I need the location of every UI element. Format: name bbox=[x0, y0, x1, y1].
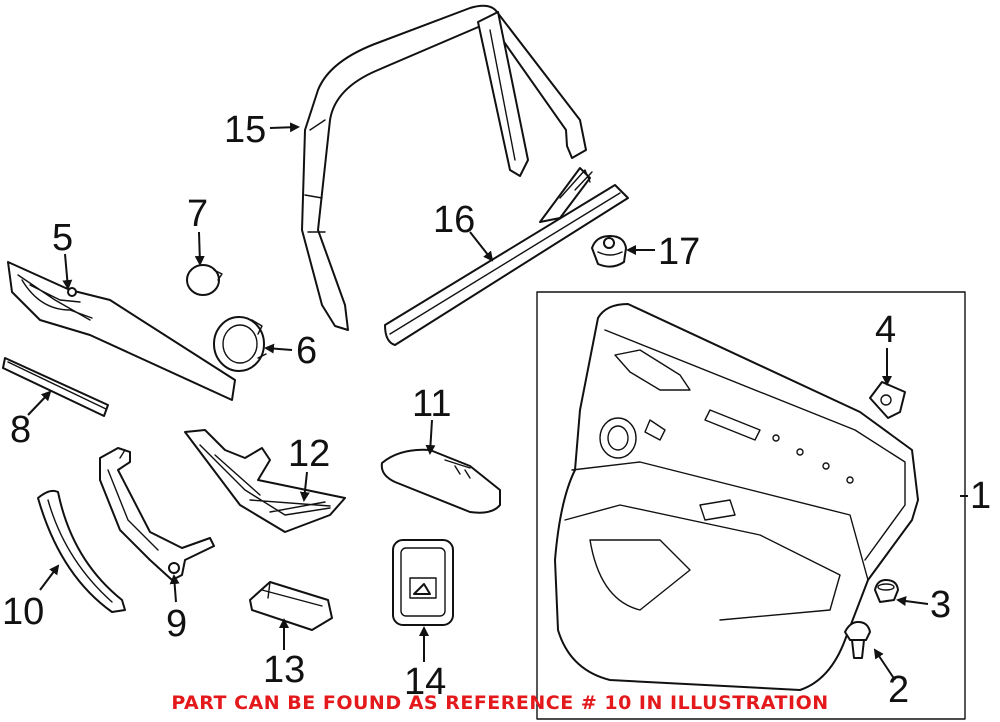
callout-1: 1 bbox=[970, 475, 991, 517]
part-5-upper-trim bbox=[7, 261, 236, 401]
leader-16 bbox=[469, 231, 494, 262]
part-10-arc-trim bbox=[37, 489, 126, 613]
callout-16: 16 bbox=[433, 199, 475, 241]
part-4-retainer bbox=[869, 381, 906, 419]
part-11-armrest-trim bbox=[380, 448, 501, 514]
part-16-belt-molding bbox=[384, 167, 629, 346]
callout-17: 17 bbox=[658, 231, 700, 273]
leader-6 bbox=[264, 343, 293, 354]
callout-7: 7 bbox=[187, 193, 208, 235]
part-9-handle-bracket bbox=[99, 447, 215, 581]
callout-14: 14 bbox=[404, 661, 446, 703]
callout-3: 3 bbox=[930, 584, 951, 626]
leader-2 bbox=[873, 648, 896, 681]
leader-15 bbox=[269, 122, 300, 133]
leader-11 bbox=[425, 419, 436, 455]
callout-15: 15 bbox=[224, 109, 266, 151]
part-8-strip bbox=[2, 357, 109, 417]
part-1-door-panel bbox=[554, 303, 919, 691]
leader-8 bbox=[27, 390, 52, 416]
reference-note: PART CAN BE FOUND AS REFERENCE # 10 IN I… bbox=[171, 692, 829, 714]
callout-10: 10 bbox=[2, 591, 44, 633]
leader-7 bbox=[194, 231, 205, 266]
callout-12: 12 bbox=[288, 433, 330, 475]
callout-2: 2 bbox=[888, 669, 909, 711]
part-13-light-housing bbox=[249, 581, 333, 631]
part-7-cover bbox=[186, 264, 223, 296]
leader-3 bbox=[896, 596, 929, 607]
leader-12 bbox=[299, 471, 310, 502]
callout-9: 9 bbox=[166, 603, 187, 645]
leader-9 bbox=[169, 574, 180, 603]
part-14-window-switch bbox=[392, 539, 454, 626]
part-2-clip bbox=[844, 621, 871, 659]
part-17-clip bbox=[591, 235, 627, 268]
leader-5 bbox=[62, 253, 73, 290]
part-1-box bbox=[536, 291, 966, 720]
callout-5: 5 bbox=[52, 217, 73, 259]
callout-labels: 1 2 3 4 5 6 7 8 9 10 11 12 13 14 15 16 1… bbox=[2, 109, 991, 711]
leader-10 bbox=[39, 564, 60, 591]
callout-13: 13 bbox=[263, 649, 305, 691]
part-12-handle-cover bbox=[184, 429, 346, 533]
callout-11: 11 bbox=[412, 383, 451, 425]
part-6-speaker-grille bbox=[213, 316, 267, 372]
part-15-window-frame-seal bbox=[301, 4, 587, 331]
leader-lines bbox=[27, 122, 968, 681]
callout-4: 4 bbox=[875, 309, 896, 351]
part-3-clip bbox=[874, 579, 899, 603]
callout-6: 6 bbox=[296, 330, 317, 372]
callout-8: 8 bbox=[10, 409, 31, 451]
